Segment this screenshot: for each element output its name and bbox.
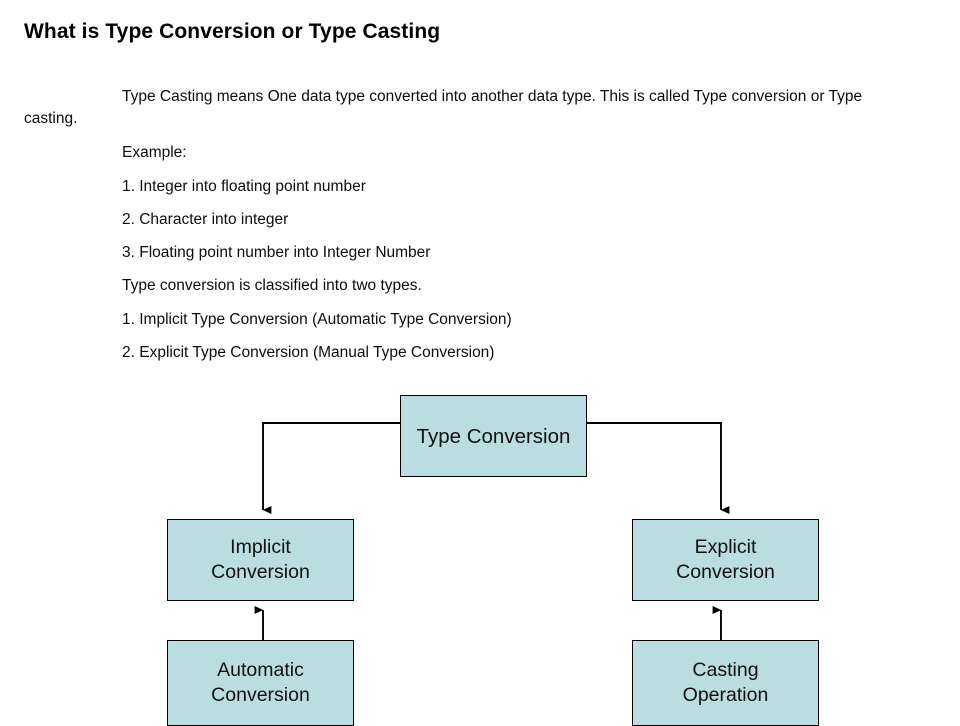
example-item-2: 2. Character into integer <box>122 211 289 228</box>
node-implicit-conversion-label: Implicit Conversion <box>211 536 310 583</box>
example-label: Example: <box>122 144 187 161</box>
intro-paragraph: Type Casting means One data type convert… <box>24 88 863 127</box>
classification-item-1: 1. Implicit Type Conversion (Automatic T… <box>122 311 512 328</box>
edge-root-to-explicit <box>587 422 730 514</box>
node-type-conversion[interactable]: Type Conversion <box>400 395 587 477</box>
node-explicit-conversion-label: Explicit Conversion <box>676 536 775 583</box>
body-text-block: Type Casting means One data type convert… <box>24 86 904 375</box>
example-item-1: 1. Integer into floating point number <box>122 178 366 195</box>
node-casting-operation-label: Casting Operation <box>682 659 769 706</box>
page-title: What is Type Conversion or Type Casting <box>24 20 441 43</box>
node-implicit-conversion[interactable]: Implicit Conversion <box>167 519 354 601</box>
edge-root-to-implicit <box>262 422 400 514</box>
node-automatic-conversion-label: Automatic Conversion <box>211 659 310 706</box>
classification-item-2: 2. Explicit Type Conversion (Manual Type… <box>122 344 495 361</box>
example-item-3: 3. Floating point number into Integer Nu… <box>122 244 431 261</box>
node-explicit-conversion[interactable]: Explicit Conversion <box>632 519 819 601</box>
node-automatic-conversion[interactable]: Automatic Conversion <box>167 640 354 726</box>
node-casting-operation[interactable]: Casting Operation <box>632 640 819 726</box>
classification-label: Type conversion is classified into two t… <box>122 277 422 294</box>
node-type-conversion-label: Type Conversion <box>416 424 571 448</box>
